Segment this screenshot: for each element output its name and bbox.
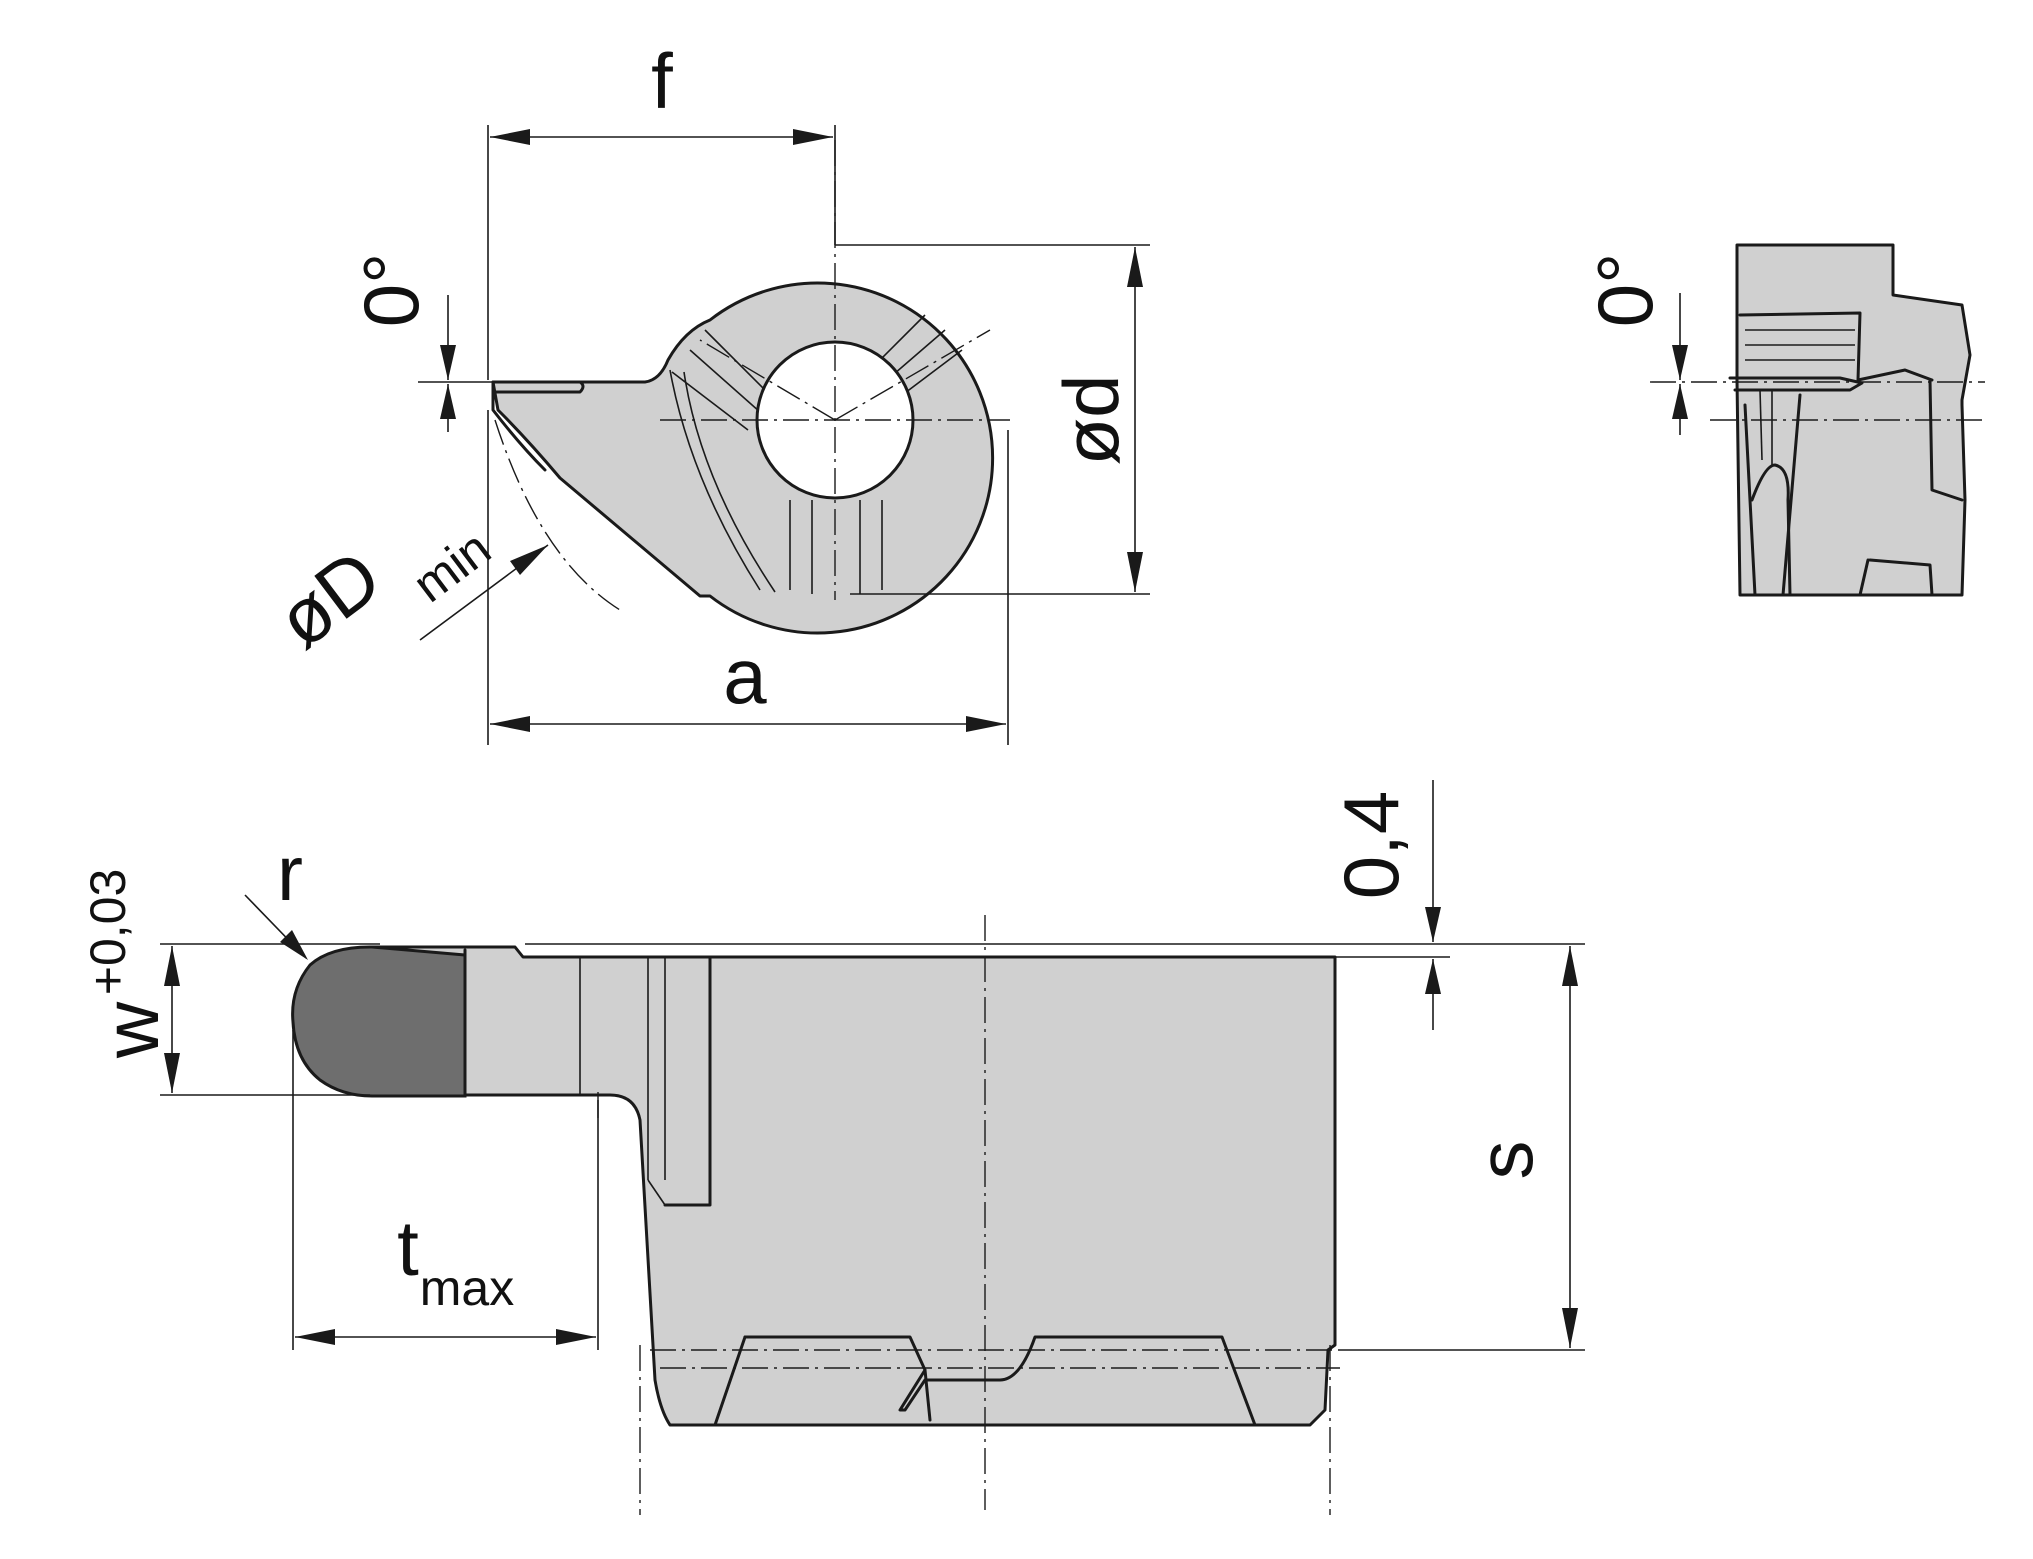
- dimension-w: w +0,03: [80, 869, 380, 1096]
- dimension-od: ød: [835, 244, 1150, 595]
- label-od: ød: [1047, 374, 1135, 465]
- top-view: [491, 140, 1010, 635]
- label-w: w: [87, 1001, 175, 1059]
- label-a: a: [723, 632, 767, 720]
- label-oD: øD: [261, 532, 397, 665]
- label-w-tol: +0,03: [80, 869, 136, 996]
- front-view-body: [368, 945, 1337, 1427]
- label-t-sub: max: [420, 1260, 514, 1316]
- top-view-grooves: [671, 314, 963, 594]
- label-t: t: [397, 1204, 419, 1292]
- label-gap: 0,4: [1327, 791, 1415, 899]
- label-angle-side: 0°: [1581, 253, 1669, 328]
- side-view-tip: [1750, 463, 1792, 597]
- label-s: s: [1461, 1141, 1549, 1180]
- side-view: 0°: [1581, 243, 1985, 597]
- label-oD-sub: min: [403, 520, 501, 613]
- angle-top-view: 0°: [347, 253, 495, 432]
- dimension-f: f: [487, 37, 836, 380]
- label-angle-top: 0°: [347, 253, 435, 328]
- label-r: r: [277, 829, 303, 917]
- dimension-gap: 0,4: [1327, 780, 1450, 1030]
- front-view: [291, 915, 1340, 1515]
- front-view-tip: [291, 945, 467, 1098]
- top-view-body: [491, 281, 995, 635]
- dimension-oDmin: øD min: [261, 520, 549, 665]
- dimension-tmax: t max: [292, 1030, 599, 1350]
- top-view-tip-slot: [493, 380, 585, 394]
- label-f: f: [651, 37, 673, 125]
- dimension-a: a: [487, 410, 1009, 745]
- dimension-r: r: [244, 829, 308, 960]
- dimension-s: s: [525, 943, 1585, 1351]
